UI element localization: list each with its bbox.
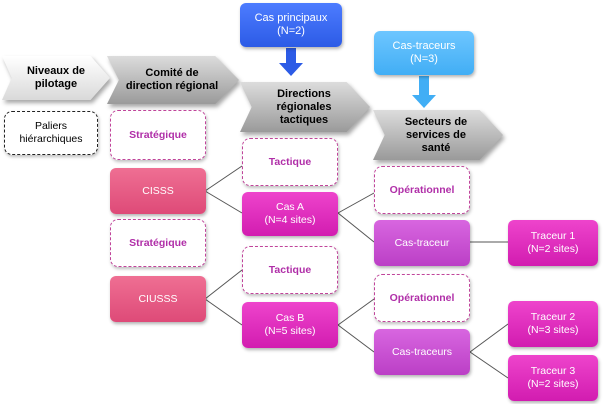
cas-traceurs-node: Cas-traceurs (374, 329, 470, 375)
cas-traceurs-label: Cas-traceurs (392, 40, 456, 52)
cas-traceurs-count: (N=3) (410, 53, 438, 65)
secteurs-label: Secteurs de services de santé (373, 110, 503, 160)
tactique-box-1: Tactique (242, 138, 338, 186)
traceur-3-box: Traceur 3 (N=2 sites) (508, 355, 598, 401)
traceur-3-count: (N=2 sites) (527, 378, 579, 390)
connector-line (469, 351, 509, 379)
cisss-box: CISSS (110, 168, 206, 214)
traceur-1-count: (N=2 sites) (527, 243, 579, 255)
connector-line (204, 298, 243, 326)
comite-label: Comité de direction régional (107, 56, 239, 104)
arrow-shaft (286, 48, 296, 64)
down-arrow-icon (279, 63, 303, 76)
operationnel-box-1: Opérationnel (374, 166, 470, 214)
connector-line (337, 192, 375, 214)
operationnel-box-2: Opérationnel (374, 274, 470, 322)
traceur-2-box: Traceur 2 (N=3 sites) (508, 301, 598, 347)
cas-a-count: (N=4 sites) (264, 214, 316, 226)
ciusss-box: CIUSSS (110, 276, 206, 322)
traceur-1-box: Traceur 1 (N=2 sites) (508, 220, 598, 266)
niveaux-label: Niveaux de pilotage (2, 56, 110, 100)
paliers-box: Paliers hiérarchiques (4, 111, 98, 155)
traceur-2-label: Traceur 2 (530, 311, 576, 323)
cas-principaux-label: Cas principaux (254, 12, 328, 24)
down-arrow-icon (412, 95, 436, 108)
cas-b-box: Cas B (N=5 sites) (242, 302, 338, 348)
arrow-shaft (419, 76, 429, 96)
cas-principaux-count: (N=2) (277, 25, 305, 37)
chevron-comite: Comité de direction régional (107, 56, 239, 104)
strategique-box-1: Stratégique (110, 110, 206, 160)
directions-label: Directions régionales tactiques (240, 82, 370, 132)
traceur-3-label: Traceur 3 (530, 365, 576, 377)
connector-line (337, 298, 375, 326)
traceur-1-label: Traceur 1 (530, 230, 576, 242)
cas-b-label: Cas B (275, 312, 305, 324)
cas-traceurs-box: Cas-traceurs (N=3) (374, 31, 474, 75)
connector-line (337, 324, 375, 353)
connector-line (204, 269, 243, 300)
connector-line (204, 190, 243, 214)
cas-traceur-box: Cas-traceur (374, 220, 470, 266)
cas-principaux-box: Cas principaux (N=2) (240, 3, 342, 47)
chevron-niveaux: Niveaux de pilotage (2, 56, 110, 100)
cas-a-label: Cas A (275, 201, 304, 213)
cas-a-box: Cas A (N=4 sites) (242, 192, 338, 236)
strategique-box-2: Stratégique (110, 219, 206, 267)
chevron-directions: Directions régionales tactiques (240, 82, 370, 132)
chevron-secteurs: Secteurs de services de santé (373, 110, 503, 160)
cas-b-count: (N=5 sites) (264, 325, 316, 337)
connector-line (337, 212, 375, 243)
tactique-box-2: Tactique (242, 246, 338, 294)
connector-line (469, 323, 509, 353)
traceur-2-count: (N=3 sites) (527, 324, 579, 336)
connector-line (204, 165, 243, 192)
